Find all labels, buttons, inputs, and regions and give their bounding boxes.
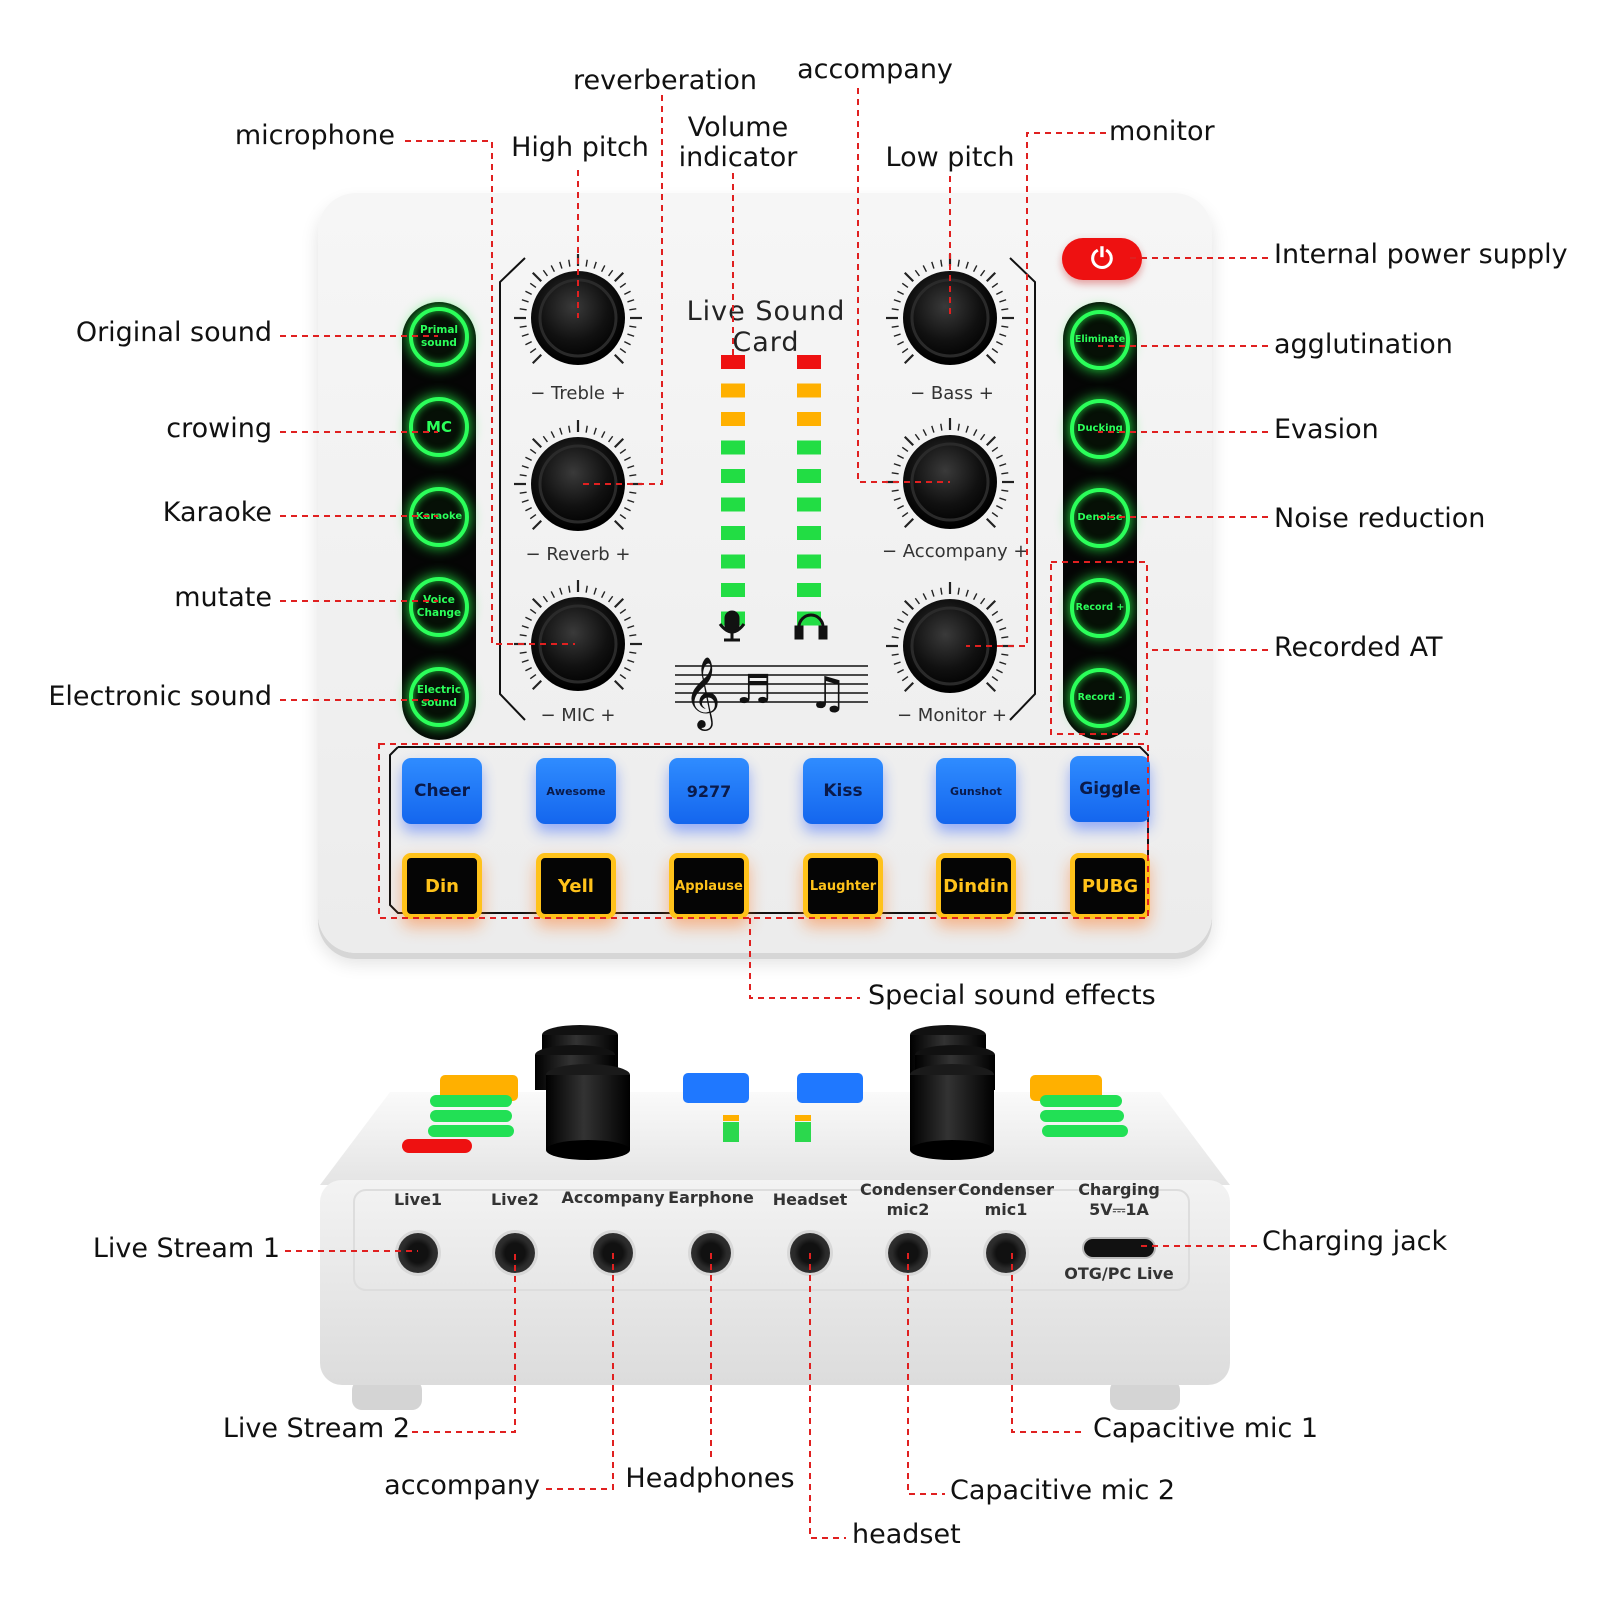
- live2-jack[interactable]: [495, 1233, 535, 1273]
- mc-button[interactable]: MC: [409, 397, 469, 457]
- kiss-pad[interactable]: Kiss: [803, 758, 883, 824]
- accompany-caption: − Accompany +: [882, 541, 1029, 562]
- label-crowing: crowing: [166, 413, 272, 444]
- karaoke-button[interactable]: Karaoke: [409, 487, 469, 547]
- charging-port-label: Charging 5V⎓1A: [1078, 1180, 1160, 1219]
- earphone-jack[interactable]: [691, 1233, 731, 1273]
- label-headset: headset: [852, 1519, 961, 1550]
- giggle-pad[interactable]: Giggle: [1070, 756, 1150, 822]
- label-low-pitch: Low pitch: [885, 142, 1015, 173]
- pubg-pad[interactable]: PUBG: [1070, 853, 1150, 919]
- record-plus-button[interactable]: Record +: [1070, 578, 1130, 638]
- reverb-caption: − Reverb +: [525, 544, 631, 565]
- label-mutate: mutate: [174, 582, 272, 613]
- label-agglutination: agglutination: [1274, 329, 1453, 360]
- label-high-pitch: High pitch: [511, 132, 649, 163]
- label-reverberation: reverberation: [573, 65, 757, 96]
- label-evasion: Evasion: [1274, 414, 1379, 445]
- accompany-port-label: Accompany: [561, 1188, 665, 1207]
- accompany-jack[interactable]: [593, 1233, 633, 1273]
- power-button[interactable]: ⏻: [1062, 238, 1142, 280]
- live1-port-label: Live1: [393, 1190, 443, 1209]
- label-headphones: Headphones: [625, 1463, 795, 1494]
- treble-caption: − Treble +: [530, 383, 626, 404]
- label-capacitive-mic-2: Capacitive mic 2: [950, 1475, 1176, 1506]
- label-internal-power-supply: Internal power supply: [1274, 239, 1568, 270]
- charging-port[interactable]: [1083, 1238, 1155, 1258]
- din-pad[interactable]: Din: [402, 853, 482, 919]
- live2-port-label: Live2: [490, 1190, 540, 1209]
- condenser-mic2-jack[interactable]: [888, 1233, 928, 1273]
- label-charging-jack: Charging jack: [1262, 1226, 1448, 1257]
- condenser-mic2-port-label: Condenser mic2: [859, 1180, 957, 1219]
- panel-title: Live Sound Card: [686, 296, 846, 358]
- denoise-button[interactable]: Denoise: [1070, 488, 1130, 548]
- earphone-port-label: Earphone: [668, 1188, 754, 1207]
- applause-pad[interactable]: Applause: [669, 853, 749, 919]
- label-capacitive-mic-1: Capacitive mic 1: [1093, 1413, 1319, 1444]
- power-icon: ⏻: [1090, 242, 1114, 275]
- electric-sound-button[interactable]: Electric sound: [409, 667, 469, 727]
- leader-headset: [809, 1253, 846, 1539]
- ducking-button[interactable]: Ducking: [1070, 399, 1130, 459]
- primal-sound-button[interactable]: Primal sound: [409, 307, 469, 367]
- label-accompany-top: accompany: [797, 54, 953, 85]
- label-live-stream-2: Live Stream 2: [222, 1413, 410, 1444]
- leader-cap-mic2: [907, 1253, 945, 1495]
- label-special-sound-effects: Special sound effects: [868, 980, 1156, 1011]
- bass-caption: − Bass +: [910, 383, 994, 404]
- label-microphone: microphone: [234, 120, 395, 151]
- headset-jack[interactable]: [790, 1233, 830, 1273]
- monitor-caption: − Monitor +: [896, 705, 1008, 726]
- leader-live2: [412, 1253, 516, 1433]
- otg-pc-live-label: OTG/PC Live: [1064, 1264, 1174, 1283]
- label-recorded-at: Recorded AT: [1274, 632, 1443, 663]
- yell-pad[interactable]: Yell: [536, 853, 616, 919]
- label-live-stream-1: Live Stream 1: [92, 1233, 280, 1264]
- condenser-mic1-jack[interactable]: [986, 1233, 1026, 1273]
- awesome-pad[interactable]: Awesome: [536, 758, 616, 824]
- mic-caption: − MIC +: [540, 705, 616, 726]
- label-original-sound: Original sound: [75, 317, 272, 348]
- eliminate-button[interactable]: Eliminate: [1070, 310, 1130, 370]
- gunshot-pad[interactable]: Gunshot: [936, 758, 1016, 824]
- cheer-pad[interactable]: Cheer: [402, 758, 482, 824]
- leader-accompany-bottom: [546, 1253, 614, 1490]
- label-volume-indicator: Volume indicator: [678, 112, 798, 173]
- label-noise-reduction: Noise reduction: [1274, 503, 1486, 534]
- 9277-pad[interactable]: 9277: [669, 758, 749, 824]
- record-minus-button[interactable]: Record -: [1070, 668, 1130, 728]
- dindin-pad[interactable]: Dindin: [936, 853, 1016, 919]
- headset-port-label: Headset: [772, 1190, 848, 1209]
- live1-jack[interactable]: [398, 1233, 438, 1273]
- label-monitor: monitor: [1109, 116, 1215, 147]
- voice-change-button[interactable]: Voice Change: [409, 577, 469, 637]
- laughter-pad[interactable]: Laughter: [803, 853, 883, 919]
- label-accompany-bottom: accompany: [384, 1470, 540, 1501]
- label-karaoke: Karaoke: [162, 497, 272, 528]
- condenser-mic1-port-label: Condenser mic1: [957, 1180, 1055, 1219]
- label-electronic-sound: Electronic sound: [48, 681, 272, 712]
